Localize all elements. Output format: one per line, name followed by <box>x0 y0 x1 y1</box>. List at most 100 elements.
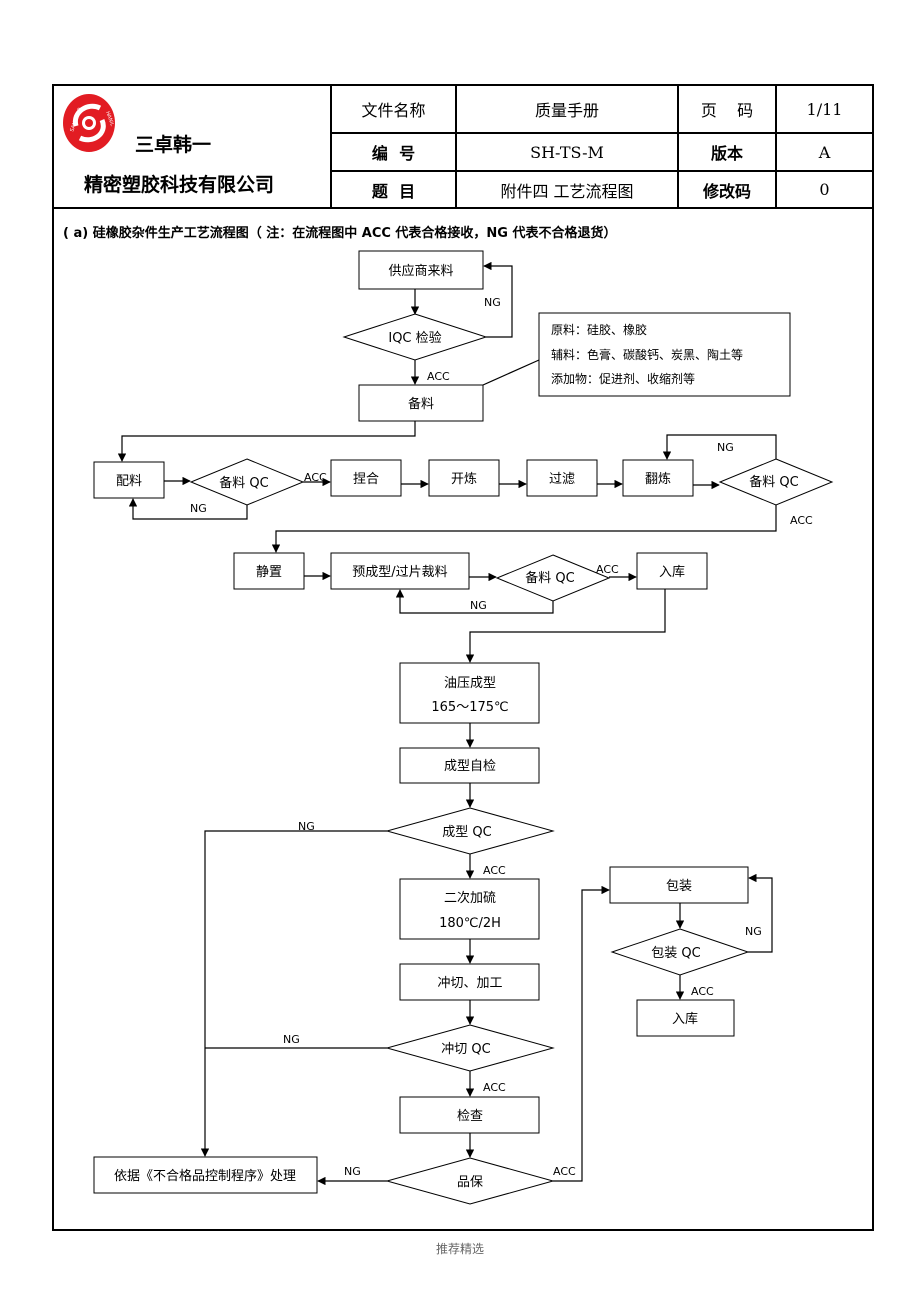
label-prep-qc-2: 备料 QC <box>749 474 798 490</box>
header-label-number: 编 号 <box>371 144 416 163</box>
label-remill: 翻炼 <box>645 472 671 487</box>
node-self-check <box>399 747 540 784</box>
header-divider <box>775 84 777 209</box>
label-acc-form-qc: ACC <box>483 864 506 877</box>
label-ng-punch-qc: NG <box>283 1033 300 1046</box>
label-pack-qc: 包装 QC <box>651 946 700 961</box>
label-nonconform: 依据《不合格品控制程序》处理 <box>114 1168 296 1184</box>
node-cure <box>399 878 540 940</box>
label-supplier: 供应商来料 <box>388 263 453 279</box>
node-filtering <box>526 459 598 497</box>
label-prep-qc-3: 备料 QC <box>525 570 574 586</box>
label-filtering: 过滤 <box>549 472 575 487</box>
label-prep-qc-1: 备料 QC <box>219 475 268 491</box>
label-ng-prep-qc-2: NG <box>717 441 734 454</box>
node-press <box>399 662 540 724</box>
label-acc-prep-qc-3: ACC <box>596 563 619 576</box>
edge-note-link <box>482 359 540 386</box>
label-ng-prep-qc-1: NG <box>190 502 207 515</box>
header-value-doc-name: 质量手册 <box>534 101 599 120</box>
company-logo: SANZHUO HANIL <box>63 94 115 152</box>
edge-prepqc1-ng <box>128 498 248 520</box>
label-mixing: 配料 <box>116 474 142 489</box>
node-inspect <box>399 1096 540 1134</box>
logo-text-right: HANIL <box>104 111 115 128</box>
label-rest: 静置 <box>256 565 282 580</box>
header-value-revision: 0 <box>819 180 830 199</box>
label-milling: 开炼 <box>451 472 477 487</box>
label-acc-pack-qc: ACC <box>691 985 714 998</box>
label-acc-iqc: ACC <box>427 370 450 383</box>
label-press-2: 165～175℃ <box>431 700 508 715</box>
header-value-number: SH-TS-M <box>530 142 604 162</box>
node-supplier <box>358 250 484 290</box>
label-punch: 冲切、加工 <box>437 976 502 991</box>
label-material-note-3: 添加物：促进剂、收缩剂等 <box>551 371 695 386</box>
header-label-title: 题 目 <box>371 181 416 201</box>
page-footer: 推荐精选 <box>435 1242 484 1256</box>
edge <box>271 505 777 553</box>
header-value-version: A <box>818 142 831 162</box>
header-divider <box>330 170 874 172</box>
header-divider <box>330 84 332 209</box>
label-acc-prep-qc-1: ACC <box>304 471 327 484</box>
label-form-qc: 成型 QC <box>442 825 491 840</box>
node-mixing <box>93 461 165 499</box>
node-punch <box>399 963 540 1001</box>
label-self-check: 成型自检 <box>444 759 496 774</box>
node-milling <box>428 459 500 497</box>
company-name-line1: 三卓韩一 <box>135 134 212 156</box>
header-divider <box>330 132 874 134</box>
node-prep <box>358 384 484 422</box>
header-value-title: 附件四 工艺流程图 <box>500 181 634 201</box>
label-ng-prep-qc-3: NG <box>470 599 487 612</box>
label-material-note-1: 原料：硅胶、橡胶 <box>551 322 647 337</box>
header-divider <box>455 84 457 209</box>
label-cure-1: 二次加硫 <box>444 890 496 906</box>
label-iqc: IQC 检验 <box>388 330 441 346</box>
header-value-page: 1/11 <box>806 99 843 119</box>
edge-iqc-ng <box>483 261 513 338</box>
node-preform <box>330 552 470 590</box>
node-kneading <box>330 459 402 497</box>
label-ng-iqc: NG <box>484 296 501 309</box>
label-preform: 预成型/过片裁料 <box>352 564 447 580</box>
label-ng-form-qc: NG <box>298 820 315 833</box>
node-storage-1 <box>636 552 708 590</box>
document-frame <box>52 84 874 1231</box>
label-ng-pack-qc: NG <box>745 925 762 938</box>
label-pack: 包装 <box>666 879 692 894</box>
flowchart-note: ( a) 硅橡胶杂件生产工艺流程图（ 注：在流程图中 ACC 代表合格接收，NG… <box>63 226 617 241</box>
label-prep: 备料 <box>408 396 434 412</box>
node-qa <box>385 1157 555 1205</box>
edge <box>465 589 666 663</box>
label-kneading: 捏合 <box>353 472 379 487</box>
label-acc-prep-qc-2: ACC <box>790 514 813 527</box>
node-material-note <box>538 312 791 397</box>
label-press-1: 油压成型 <box>444 676 496 691</box>
node-storage-2 <box>636 999 735 1037</box>
node-rest <box>233 552 305 590</box>
node-nonconform <box>93 1156 318 1194</box>
label-material-note-2: 辅料：色膏、碳酸钙、炭黑、陶土等 <box>551 347 743 362</box>
label-acc-qa: ACC <box>553 1165 576 1178</box>
edge-prepqc2-ng <box>662 434 777 460</box>
node-pack <box>609 866 749 904</box>
label-ng-qa: NG <box>344 1165 361 1178</box>
label-qa: 品保 <box>457 1175 483 1190</box>
label-inspect: 检查 <box>457 1109 483 1124</box>
label-punch-qc: 冲切 QC <box>441 1042 490 1057</box>
label-storage-2: 入库 <box>672 1011 698 1027</box>
header-label-page: 页 码 <box>700 101 754 120</box>
label-cure-2: 180℃/2H <box>439 916 501 931</box>
label-acc-punch-qc: ACC <box>483 1081 506 1094</box>
edge-formqc-ng <box>200 830 387 1157</box>
edge-qa-acc <box>553 885 610 1182</box>
label-storage-1: 入库 <box>659 564 685 580</box>
header-label-version: 版本 <box>710 144 743 163</box>
edge <box>117 421 416 462</box>
header-label-revision: 修改码 <box>702 181 751 201</box>
node-remill <box>622 459 694 497</box>
header-divider <box>52 207 874 209</box>
